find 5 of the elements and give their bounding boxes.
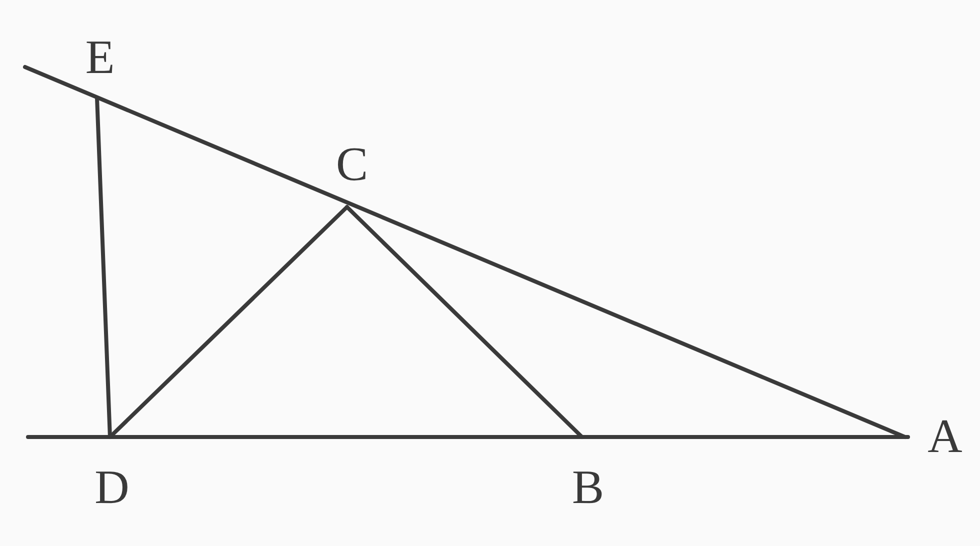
point-label: D: [94, 464, 130, 512]
point-label: B: [572, 464, 604, 512]
point-label: A: [928, 413, 962, 461]
point-label: C: [336, 141, 368, 189]
point-label: E: [85, 34, 115, 82]
